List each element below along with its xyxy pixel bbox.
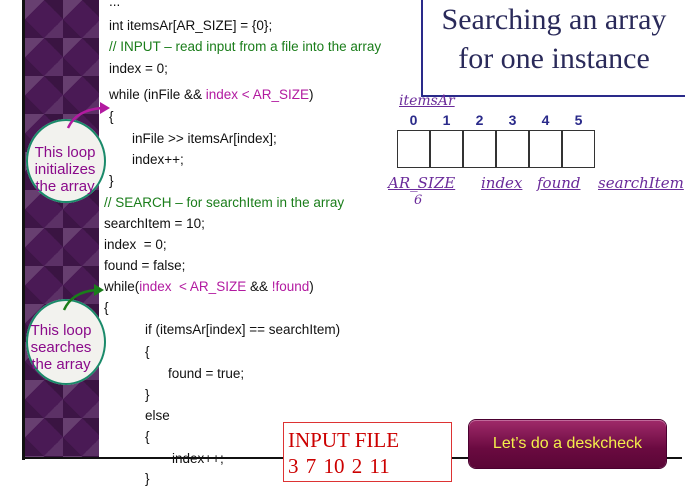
code-line: inFile >> itemsAr[index];: [132, 131, 277, 146]
input-file-values: 3 7 10 2 11: [288, 454, 390, 478]
array-index: 5: [574, 112, 583, 128]
array-cell: [529, 130, 562, 168]
code-text: while(: [104, 279, 140, 294]
code-line: else: [145, 408, 170, 423]
arrow-icon: [66, 102, 110, 129]
code-line: index = 0;: [104, 237, 167, 252]
code-comment: // SEARCH – for searchItem in the array: [104, 195, 345, 210]
code-line: }: [145, 471, 150, 486]
code-line: {: [109, 109, 114, 124]
code-line: int itemsAr[AR_SIZE] = {0};: [109, 18, 273, 33]
code-line: while (inFile && index < AR_SIZE): [109, 87, 313, 103]
callout-bubble-search: [26, 299, 106, 385]
var-index: index: [481, 174, 523, 192]
deskcheck-button[interactable]: Let’s do a deskcheck: [469, 420, 666, 468]
code-line: if (itemsAr[index] == searchItem): [145, 322, 341, 337]
var-search-item: searchItem: [598, 174, 684, 192]
code-text: &&: [246, 279, 272, 294]
array-cell: [397, 130, 430, 168]
code-line: index++;: [172, 451, 224, 466]
array-cell: [496, 130, 529, 168]
code-line: {: [145, 429, 150, 444]
code-text: ): [309, 279, 314, 294]
code-line: index++;: [132, 152, 184, 167]
code-line: found = true;: [168, 366, 245, 381]
code-condition: index < AR_SIZE: [139, 279, 247, 294]
code-line: }: [109, 173, 114, 188]
code-comment: // INPUT – read input from a file into t…: [109, 39, 382, 54]
arrow-icon: [62, 284, 104, 311]
var-found: found: [537, 174, 581, 192]
var-ar-size: AR_SIZE: [388, 174, 456, 192]
deskcheck-button-label: Let’s do a deskcheck: [492, 435, 643, 452]
array-index: 4: [541, 112, 550, 128]
input-file-title: INPUT FILE: [288, 428, 400, 452]
code-condition: !found: [271, 279, 310, 294]
decorative-side-strip: [25, 0, 99, 457]
callout-text-init: This loop initializes the array: [34, 144, 96, 195]
code-line: {: [145, 344, 150, 359]
array-cell: [562, 130, 595, 168]
callout-text-search: This loop searches the array: [30, 322, 92, 373]
ar-size-value: 6: [414, 193, 423, 208]
code-line: {: [104, 300, 109, 315]
code-line: while(index < AR_SIZE && !found): [104, 279, 314, 295]
array-cell: [430, 130, 463, 168]
array-index: 3: [508, 112, 517, 128]
array-cell: [463, 130, 496, 168]
slide-title-line2: for one instance: [458, 42, 650, 75]
code-line: }: [145, 387, 150, 402]
code-line: index = 0;: [109, 61, 168, 76]
title-box: Searching an array for one instance: [421, 0, 685, 97]
array-label: itemsAr: [399, 93, 455, 109]
code-line: searchItem = 10;: [104, 216, 205, 231]
array-index: 1: [442, 112, 451, 128]
code-ellipsis: ...: [109, 0, 121, 9]
code-condition: index < AR_SIZE: [205, 87, 309, 102]
callout-bubble-init: [26, 119, 106, 203]
code-line: found = false;: [104, 258, 186, 273]
code-text: while (inFile &&: [109, 87, 206, 102]
array-index: 2: [475, 112, 484, 128]
input-file-box: [283, 422, 452, 482]
left-border: [22, 0, 25, 460]
slide-title-line1: Searching an array: [441, 3, 667, 36]
code-text: ): [308, 87, 314, 102]
array-index: 0: [409, 112, 418, 128]
